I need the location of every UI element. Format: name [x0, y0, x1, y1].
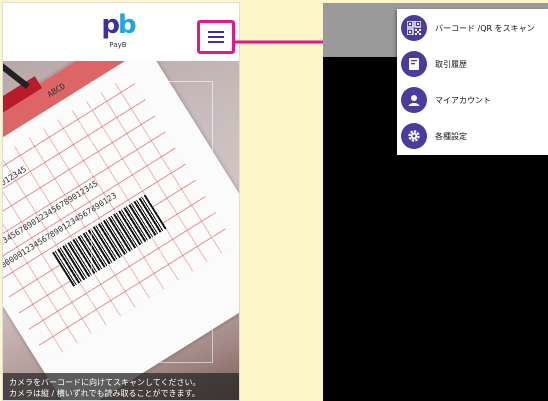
menu-item-label: マイアカウント	[435, 95, 491, 105]
menu-item-label: 各種設定	[435, 131, 467, 141]
hamburger-icon	[208, 31, 224, 43]
camera-viewfinder[interactable]: ABCD 123456789012345 0123456789012345678…	[3, 61, 239, 400]
menu-item-scan[interactable]: バーコード /QR をスキャン	[397, 11, 548, 45]
menu-open-screen: バーコード /QR をスキャン 取引履歴 マイアカウント	[323, 3, 548, 401]
logo-mark-b: b	[118, 10, 137, 40]
qr-code-icon	[401, 15, 427, 41]
gear-icon	[401, 123, 427, 149]
app-header: pb PayB	[3, 3, 239, 61]
scan-guide-frame	[91, 81, 213, 363]
instruction-line-2: カメラは縦 / 横いずれでも読み取ることができます。	[9, 389, 200, 398]
instruction-line-1: カメラをバーコードに向けてスキャンしてください。	[9, 378, 201, 387]
side-menu-drawer: バーコード /QR をスキャン 取引履歴 マイアカウント	[397, 9, 548, 155]
menu-item-history[interactable]: 取引履歴	[397, 47, 548, 81]
logo-mark-p: p	[101, 10, 120, 40]
logo-mark: pb	[101, 10, 137, 40]
scanner-screen: pb PayB ABCD 123456789012345 01234567890…	[2, 2, 240, 401]
user-account-icon	[401, 87, 427, 113]
menu-item-settings[interactable]: 各種設定	[397, 119, 548, 153]
scan-instructions: カメラをバーコードに向けてスキャンしてください。 カメラは縦 / 横いずれでも読…	[3, 373, 239, 400]
menu-item-account[interactable]: マイアカウント	[397, 83, 548, 117]
history-book-icon	[401, 51, 427, 77]
logo-subtitle: PayB	[109, 41, 127, 49]
menu-item-label: バーコード /QR をスキャン	[435, 23, 535, 33]
payb-logo: pb PayB	[93, 11, 143, 55]
menu-item-label: 取引履歴	[435, 59, 467, 69]
pen	[3, 61, 30, 89]
hamburger-menu-button[interactable]	[197, 20, 235, 54]
